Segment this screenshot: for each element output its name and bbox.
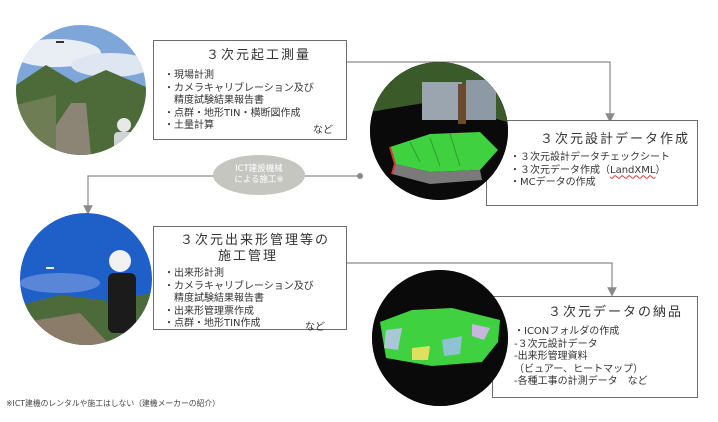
- list-item: （ビュアー、ヒートマップ）: [514, 363, 644, 375]
- survey-items: ・現場計測 ・カメラキャリブレーション及び 精度試験結果報告書 ・点群・地形TI…: [164, 70, 314, 133]
- list-item: ・点群・地形TIN・横断図作成: [164, 107, 301, 119]
- list-item: ・現場計測: [164, 70, 214, 81]
- construction-title-line2: 施工管理: [218, 249, 279, 264]
- design-items: ・３次元設計データチェックシート ・３次元データ作成（LandXML） ・MCデ…: [510, 152, 670, 190]
- list-item-prefix: ・３次元データ作成（: [510, 164, 610, 176]
- list-item: ・土量計算: [164, 120, 214, 132]
- survey-suffix: など: [313, 125, 333, 136]
- ict-badge-line1: ICT建設機械: [235, 164, 283, 174]
- delivery-title: ３次元データの納品: [548, 305, 684, 320]
- list-item: -各種工事の計測データ など: [514, 376, 648, 388]
- delivery-items: ・ICONフォルダの作成 -３次元設計データ -出来形管理資料 （ビュアー、ヒー…: [514, 326, 648, 389]
- construction-box: [153, 226, 347, 330]
- design-title: ３次元設計データ作成: [540, 132, 691, 147]
- footnote: ※ICT建機のレンタルや施工はしない（建機メーカーの紹介）: [6, 399, 220, 408]
- list-item-suffix: ）: [655, 164, 666, 176]
- list-item: ・点群・地形TIN作成: [164, 318, 261, 330]
- list-item: ・カメラキャリブレーション及び: [164, 280, 314, 292]
- ict-construction-badge: ICT建設機械 による施工※: [213, 155, 305, 195]
- survey-box: [153, 40, 347, 140]
- delivery-heatmap: [372, 270, 508, 406]
- design-render-photo: [370, 62, 508, 200]
- list-item: ・カメラキャリブレーション及び: [164, 82, 314, 94]
- construction-suffix: など: [305, 322, 325, 333]
- survey-title: ３次元起工測量: [206, 48, 312, 63]
- list-item: ・３次元設計データチェックシート: [510, 152, 670, 163]
- list-item: ・３次元データ作成（LandXML）: [510, 165, 670, 178]
- list-item: ・出来形計測: [164, 268, 224, 279]
- construction-title-line1: ３次元出来形管理等の: [180, 233, 331, 248]
- list-item: -３次元設計データ: [514, 338, 598, 350]
- list-item: ・MCデータの作成: [510, 177, 596, 189]
- list-item: ・出来形管理票作成: [164, 305, 254, 317]
- list-item: -出来形管理資料: [514, 351, 588, 363]
- construction-items: ・出来形計測 ・カメラキャリブレーション及び 精度試験結果報告書 ・出来形管理票…: [164, 268, 314, 331]
- list-item: ・ICONフォルダの作成: [514, 326, 620, 337]
- list-item: 精度試験結果報告書: [164, 293, 264, 305]
- list-item: 精度試験結果報告書: [164, 95, 264, 107]
- construction-photo: [20, 213, 152, 345]
- survey-photo: [16, 25, 146, 155]
- landxml-label: LandXML: [610, 164, 656, 176]
- delivery-box: [492, 296, 698, 398]
- ict-badge-line2: による施工※: [234, 175, 284, 185]
